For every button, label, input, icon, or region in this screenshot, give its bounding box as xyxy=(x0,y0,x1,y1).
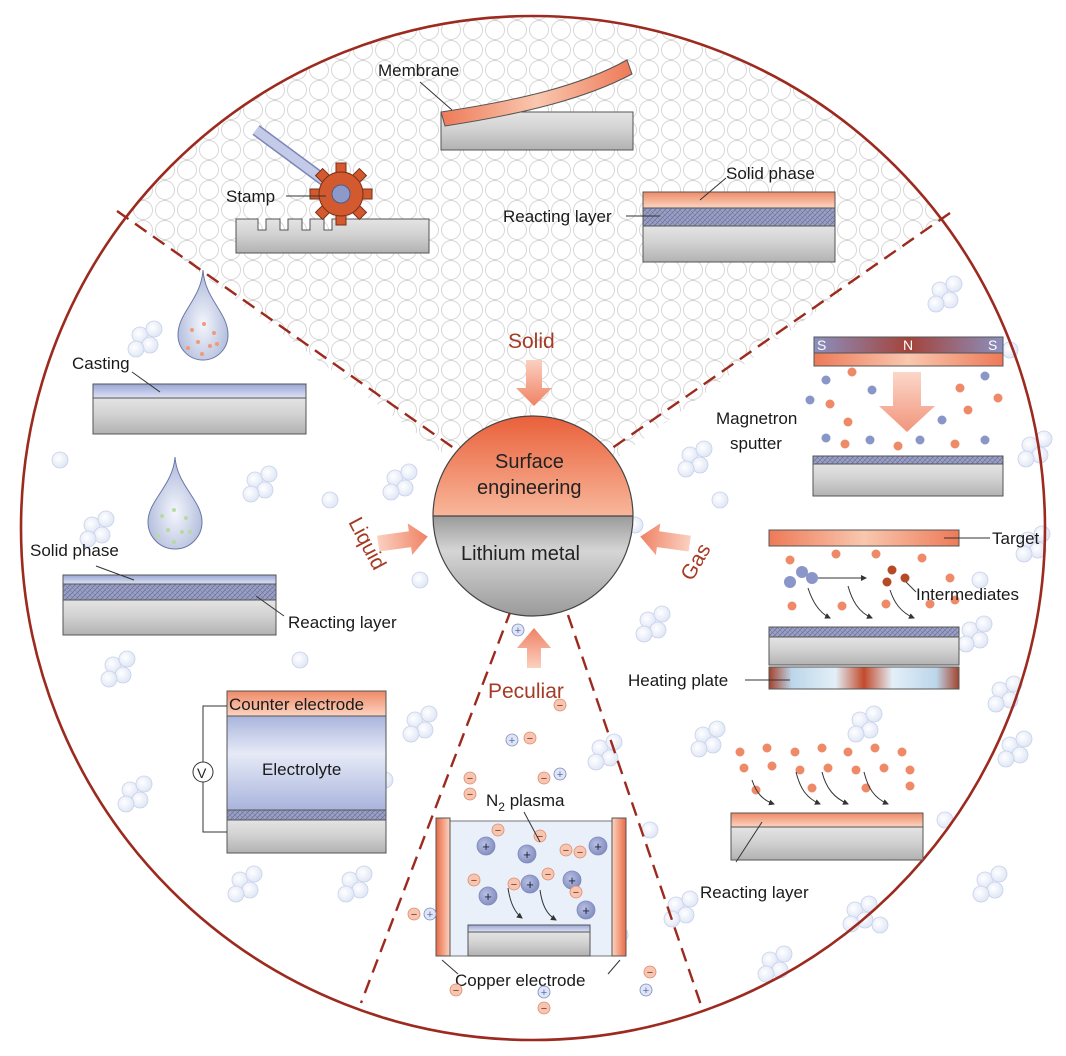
svg-text:+: + xyxy=(557,769,563,781)
magnetron-panel: S N S Magnetron sputter xyxy=(716,336,1004,497)
svg-text:−: − xyxy=(467,773,473,785)
background-bubbles xyxy=(51,275,1053,983)
svg-text:−: − xyxy=(467,789,473,801)
sector-dividers xyxy=(116,210,951,1009)
svg-text:−: − xyxy=(647,967,653,979)
heating-plate-label: Heating plate xyxy=(628,671,728,690)
free-ions: +−+−−−−+−+−+−+− xyxy=(407,623,657,1015)
svg-text:+: + xyxy=(515,625,521,637)
voltmeter-label: V xyxy=(197,765,207,781)
svg-text:−: − xyxy=(453,985,459,997)
reacting-layer-label-solid: Reacting layer xyxy=(503,207,612,226)
cvd-panel: Target Intermediates Heating plate xyxy=(628,529,1040,690)
svg-text:−: − xyxy=(573,887,579,899)
svg-text:−: − xyxy=(527,733,533,745)
solid-phase-label: Solid phase xyxy=(726,164,815,183)
membrane-label: Membrane xyxy=(378,61,459,80)
gas-reacting-panel: Reacting layer xyxy=(700,743,924,902)
plasma-label: N2 plasma xyxy=(486,791,565,814)
solid-phase-panel: Solid phase Reacting layer xyxy=(503,164,836,263)
target-label: Target xyxy=(992,529,1040,548)
reacting-layer-label-liquid: Reacting layer xyxy=(288,613,397,632)
svg-text:−: − xyxy=(537,831,543,843)
copper-electrode-label: Copper electrode xyxy=(455,971,585,990)
peculiar-arrow-icon xyxy=(517,628,551,668)
engineering-label: engineering xyxy=(477,477,582,499)
gas-arrow-icon xyxy=(640,523,691,556)
solid-sector-background xyxy=(30,16,1040,520)
svg-text:+: + xyxy=(484,889,492,904)
magnet-s2-label: S xyxy=(988,337,997,353)
sputter-label: sputter xyxy=(730,434,782,453)
svg-text:+: + xyxy=(427,909,433,921)
svg-text:+: + xyxy=(523,847,531,862)
electrolyte-label: Electrolyte xyxy=(262,760,341,779)
svg-text:−: − xyxy=(471,875,477,887)
reacting-layer-label-gas: Reacting layer xyxy=(700,883,809,902)
counter-electrode-label: Counter electrode xyxy=(229,695,364,714)
stamp-label: Stamp xyxy=(226,187,275,206)
svg-text:−: − xyxy=(511,879,517,891)
svg-text:−: − xyxy=(545,869,551,881)
svg-text:−: − xyxy=(541,1003,547,1015)
solid-stamp-panel: Stamp xyxy=(226,125,430,254)
svg-text:−: − xyxy=(541,773,547,785)
solid-arrow-icon xyxy=(516,360,552,406)
svg-text:+: + xyxy=(482,839,490,854)
voltmeter-icon xyxy=(192,761,214,783)
svg-text:−: − xyxy=(411,909,417,921)
liquid-solid-phase-panel: Solid phase Reacting layer xyxy=(30,456,397,636)
plasma-panel: ++−+−−−−+−+++−− N2 plasma Copper electro… xyxy=(435,791,627,990)
magnetron-label: Magnetron xyxy=(716,409,797,428)
svg-text:+: + xyxy=(526,877,534,892)
svg-text:+: + xyxy=(541,987,547,999)
sector-label-solid: Solid xyxy=(508,330,555,353)
svg-text:+: + xyxy=(582,903,590,918)
svg-text:+: + xyxy=(509,735,515,747)
svg-text:+: + xyxy=(568,873,576,888)
outer-circle xyxy=(19,14,1047,1042)
surface-label: Surface xyxy=(495,451,564,473)
electrochemical-panel: Counter electrode Electrolyte V xyxy=(192,690,387,854)
sector-label-peculiar: Peculiar xyxy=(488,680,564,703)
casting-panel: Casting xyxy=(72,269,307,435)
casting-label: Casting xyxy=(72,354,130,373)
svg-text:+: + xyxy=(643,985,649,997)
svg-text:−: − xyxy=(557,700,563,712)
liquid-solid-phase-label: Solid phase xyxy=(30,541,119,560)
svg-text:+: + xyxy=(594,839,602,854)
center-disc: Surface engineering Lithium metal xyxy=(432,415,634,617)
liquid-arrow-icon xyxy=(377,523,428,556)
svg-text:−: − xyxy=(577,847,583,859)
solid-membrane-panel: Membrane xyxy=(378,59,634,151)
stamp-gear-icon xyxy=(309,162,373,226)
svg-text:−: − xyxy=(563,845,569,857)
intermediates-label: Intermediates xyxy=(916,585,1019,604)
magnet-s1-label: S xyxy=(817,337,826,353)
lithium-metal-label: Lithium metal xyxy=(461,543,580,565)
magnet-n-label: N xyxy=(903,337,913,353)
svg-text:−: − xyxy=(495,825,501,837)
